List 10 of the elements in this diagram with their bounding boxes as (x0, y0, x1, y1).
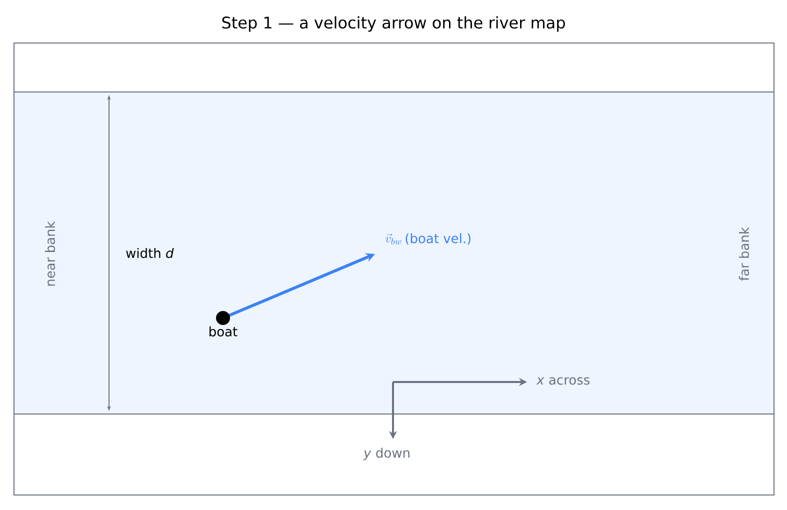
axis-label: x across (536, 377, 590, 385)
bank-label: near bank (44, 221, 56, 286)
title: Step 1 — a velocity arrow on the river map (222, 16, 565, 32)
bank-label: far bank (738, 227, 750, 281)
dimension-label: width d (126, 248, 174, 258)
vector-symbol: $\vec{v}_{bw}$ (386, 234, 402, 244)
vector-label: (boat vel.) (406, 233, 470, 245)
axis-label: y down (363, 448, 410, 460)
boat-label: boat (210, 326, 238, 336)
boat-dot (216, 311, 230, 325)
